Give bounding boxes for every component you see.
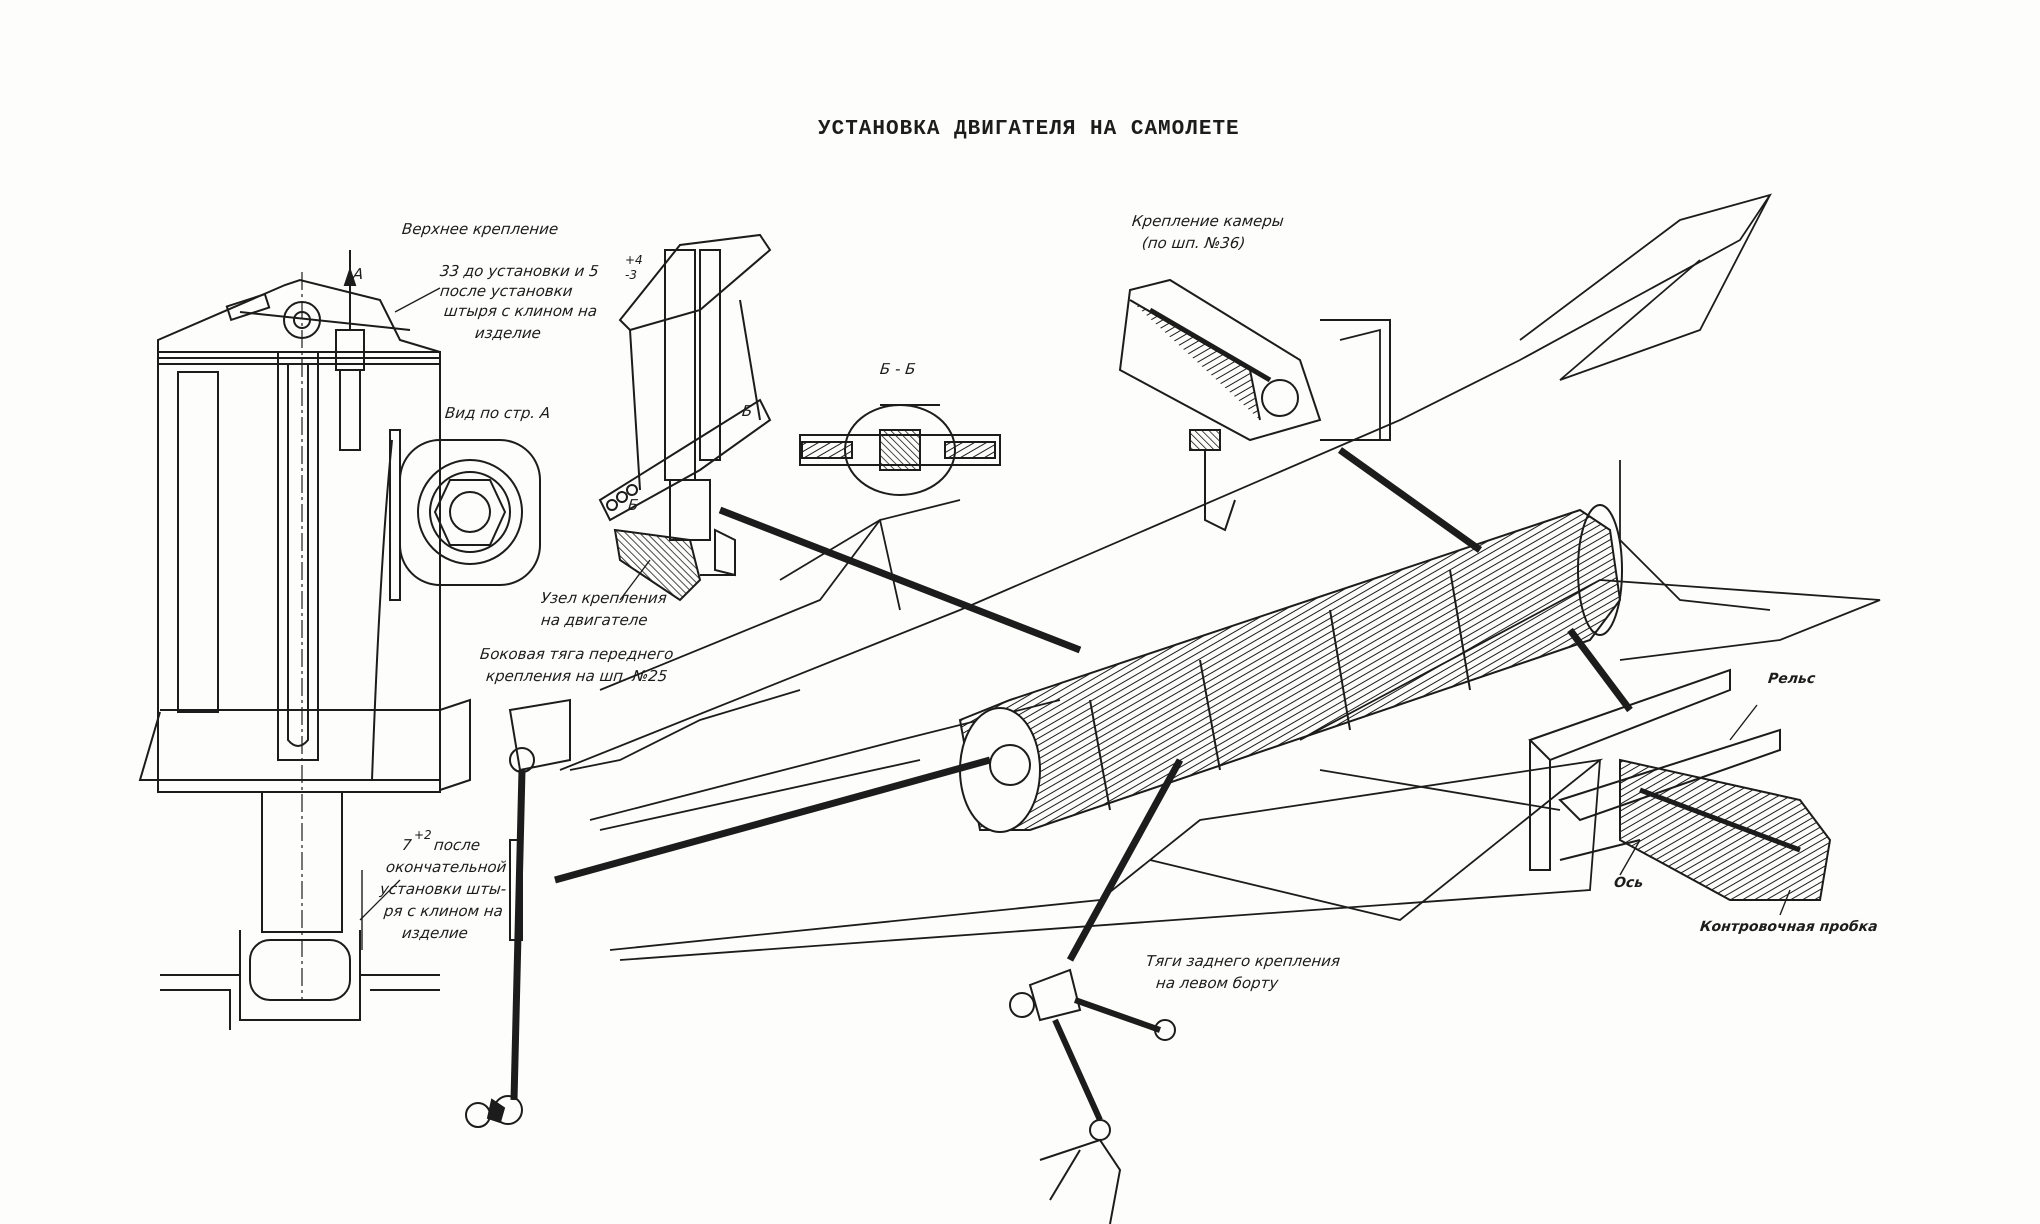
engine-node-line2: на двигателе — [540, 611, 649, 629]
label-rail: Рельс — [1767, 671, 1817, 687]
drawing-title: УСТАНОВКА ДВИГАТЕЛЯ НА САМОЛЕТЕ — [818, 118, 1240, 141]
final-note-value: 7 — [401, 836, 413, 854]
view-a-detail — [389, 429, 541, 601]
chamber-mount-line1: Крепление камеры — [1131, 212, 1285, 230]
chamber-mount-line2: (по шп. №36) — [1141, 234, 1247, 252]
gap-note-line1: 33 до установки и 5 — [439, 262, 600, 280]
final-note-tol: +2 — [414, 828, 432, 842]
gap-note-line2: после установки — [439, 282, 574, 300]
gap-note-tol-minus: -3 — [625, 268, 637, 282]
label-view-a: Вид по стр. А — [444, 404, 552, 422]
engine-node-line1: Узел крепления — [540, 589, 668, 607]
front-side-rod — [465, 698, 571, 1128]
label-marker-b-upper: Б — [741, 402, 754, 420]
final-note-line1: после — [433, 836, 482, 854]
label-axis: Ось — [1613, 875, 1644, 891]
label-section-bb: Б - Б — [879, 360, 917, 378]
rail-detail — [1528, 668, 1832, 916]
leader-lines — [554, 447, 1633, 962]
final-note-line2: окончательной — [385, 858, 508, 876]
final-note-line5: изделие — [401, 924, 469, 942]
upper-mount-section-view — [138, 250, 471, 1030]
side-rod-line1: Боковая тяга переднего — [479, 645, 675, 663]
engine-body — [958, 504, 1623, 833]
engine-node-assembly — [598, 233, 772, 602]
gap-note-line4: изделие — [474, 324, 542, 342]
label-leaders — [359, 287, 651, 921]
label-marker-a: А — [352, 265, 365, 283]
side-rod-line2: крепления на шп. №25 — [485, 667, 669, 685]
gap-note-line3: штыря с клином на — [443, 302, 599, 320]
label-upper-mount: Верхнее крепление — [401, 220, 560, 238]
rear-rods-line2: на левом борту — [1155, 974, 1280, 992]
chamber-mount-detail — [1118, 278, 1391, 532]
section-bb-view — [799, 404, 1001, 496]
rear-rods — [1009, 968, 1176, 1224]
label-marker-b-lower: Б — [627, 496, 640, 514]
final-note-line4: ря с клином на — [383, 902, 504, 920]
final-note-line3: установки шты- — [379, 880, 508, 898]
label-lock-plug: Контровочная пробка — [1699, 919, 1879, 935]
rear-rods-line1: Тяги заднего крепления — [1145, 952, 1341, 970]
gap-note-tol-plus: +4 — [625, 253, 643, 267]
